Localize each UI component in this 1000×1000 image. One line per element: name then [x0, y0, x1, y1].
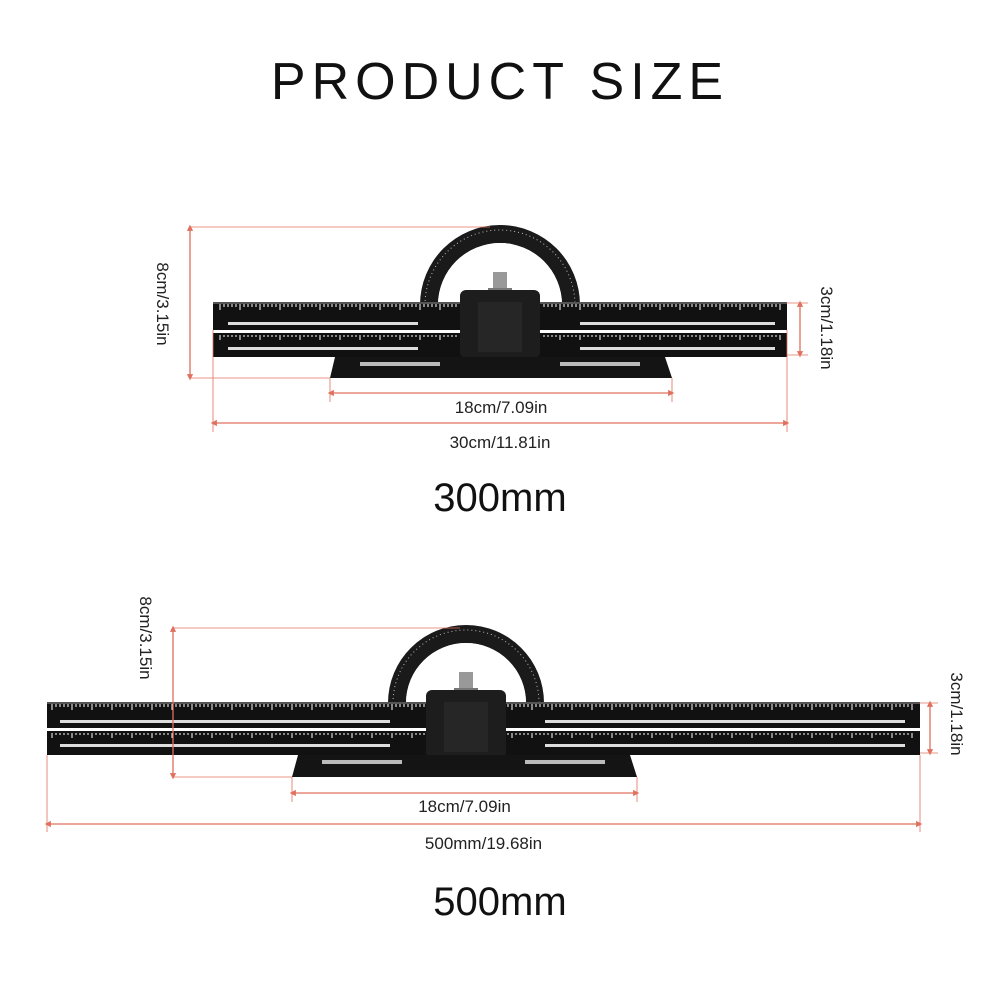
model-label-500: 500mm: [433, 880, 567, 924]
total-length-label-300: 30cm/11.81in: [449, 433, 551, 452]
base-length-label-500: 18cm/7.09in: [418, 797, 511, 816]
page-title: PRODUCT SIZE: [270, 53, 730, 111]
model-label-300: 300mm: [433, 476, 567, 520]
height-dimension-label-500: 8cm/3.15in: [136, 596, 155, 680]
thickness-dimension-label-500: 3cm/1.18in: [947, 672, 966, 756]
base-plate-500: [292, 755, 637, 777]
base-plate-300: [330, 357, 672, 378]
height-dimension-label-300: 8cm/3.15in: [153, 262, 172, 346]
thickness-dimension-label-300: 3cm/1.18in: [817, 286, 836, 370]
protractor-head-500: [388, 625, 544, 704]
total-length-label-500: 500mm/19.68in: [424, 834, 543, 853]
protractor-head-300: [420, 225, 580, 306]
base-length-label-300: 18cm/7.09in: [454, 398, 548, 417]
